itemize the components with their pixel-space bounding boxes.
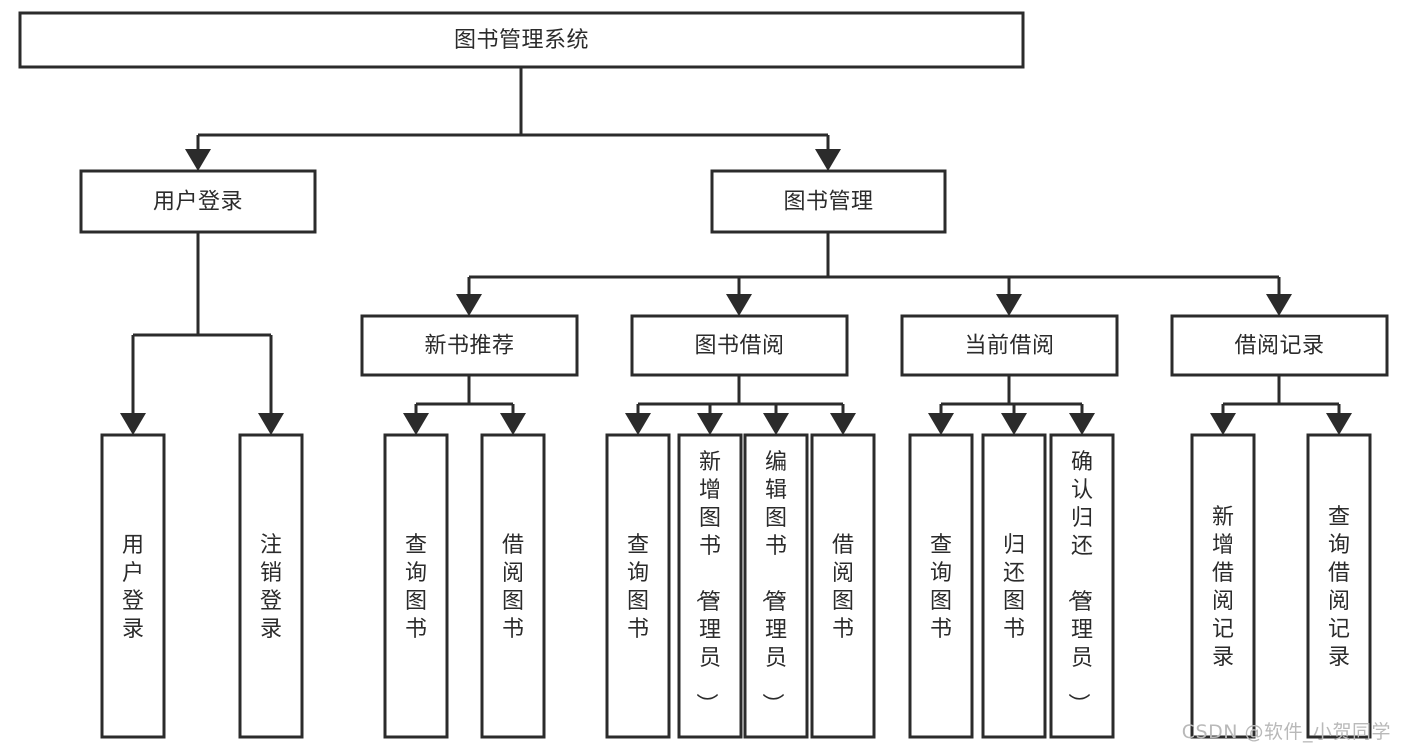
arrow-head-icon — [625, 413, 651, 435]
edge-group-root — [185, 67, 841, 171]
node-box[interactable] — [908, 433, 974, 739]
node-leaf-edit-book[interactable]: 编辑图书（管理员） — [743, 433, 809, 739]
arrow-head-icon — [996, 294, 1022, 316]
arrow-head-icon — [697, 413, 723, 435]
node-box[interactable] — [900, 314, 1119, 377]
node-label: 借阅记录 — [1234, 334, 1324, 359]
edge-group-user-login — [120, 232, 284, 435]
node-current-borrow[interactable]: 当前借阅 — [900, 314, 1119, 377]
node-box[interactable] — [710, 169, 947, 234]
node-box[interactable] — [238, 433, 304, 739]
edge-group-book-borrow — [625, 375, 856, 435]
edge-group-book-management — [456, 232, 1292, 316]
node-label: 查询图书 — [627, 533, 649, 642]
arrow-head-icon — [120, 413, 146, 435]
arrow-head-icon — [1069, 413, 1095, 435]
arrow-head-icon — [258, 413, 284, 435]
node-box[interactable] — [1170, 314, 1389, 377]
node-box[interactable] — [677, 433, 743, 739]
node-leaf-add-book[interactable]: 新增图书（管理员） — [677, 433, 743, 739]
arrow-head-icon — [1326, 413, 1352, 435]
node-box[interactable] — [981, 433, 1047, 739]
node-box[interactable] — [1049, 433, 1115, 739]
edge-group-new-book-recommend — [403, 375, 526, 435]
node-new-book-recommend[interactable]: 新书推荐 — [360, 314, 579, 377]
arrow-head-icon — [1001, 413, 1027, 435]
node-leaf-user-login[interactable]: 用户登录 — [100, 433, 166, 739]
edge-group-current-borrow — [928, 375, 1095, 435]
node-book-management[interactable]: 图书管理 — [710, 169, 947, 234]
node-leaf-borrow-book-rec[interactable]: 借阅图书 — [480, 433, 546, 739]
node-label: 新增图书（管理员） — [693, 450, 721, 715]
node-label: 用户登录 — [153, 190, 243, 215]
arrow-head-icon — [830, 413, 856, 435]
arrow-head-icon — [928, 413, 954, 435]
node-user-login[interactable]: 用户登录 — [79, 169, 317, 234]
node-leaf-add-borrow-record[interactable]: 新增借阅记录 — [1190, 433, 1256, 739]
node-box[interactable] — [810, 433, 876, 739]
node-label: 新书推荐 — [424, 334, 514, 359]
node-box[interactable] — [480, 433, 546, 739]
node-label: 图书管理系统 — [454, 28, 589, 53]
node-label: 确认归还（管理员） — [1065, 450, 1093, 715]
arrow-head-icon — [763, 413, 789, 435]
node-leaf-borrow-book[interactable]: 借阅图书 — [810, 433, 876, 739]
node-label: 当前借阅 — [964, 334, 1054, 359]
node-leaf-query-book-borrow[interactable]: 查询图书 — [605, 433, 671, 739]
node-label: 用户登录 — [122, 533, 144, 642]
nodes-layer: 图书管理系统用户登录图书管理新书推荐图书借阅当前借阅借阅记录用户登录注销登录查询… — [18, 11, 1389, 739]
edge-group-borrow-record — [1210, 375, 1352, 435]
arrow-head-icon — [403, 413, 429, 435]
node-label: 查询借阅记录 — [1328, 505, 1350, 670]
node-box[interactable] — [360, 314, 579, 377]
node-borrow-record[interactable]: 借阅记录 — [1170, 314, 1389, 377]
node-label: 借阅图书 — [502, 533, 524, 642]
node-leaf-logout-login[interactable]: 注销登录 — [238, 433, 304, 739]
node-label: 查询图书 — [405, 533, 427, 642]
node-box[interactable] — [383, 433, 449, 739]
node-box[interactable] — [1306, 433, 1372, 739]
node-label: 图书借阅 — [694, 334, 784, 359]
node-label: 查询图书 — [930, 533, 952, 642]
arrow-head-icon — [1210, 413, 1236, 435]
arrow-head-icon — [500, 413, 526, 435]
node-label: 图书管理 — [783, 190, 873, 215]
node-label: 编辑图书（管理员） — [759, 450, 787, 715]
node-box[interactable] — [100, 433, 166, 739]
arrow-head-icon — [726, 294, 752, 316]
node-book-borrow[interactable]: 图书借阅 — [630, 314, 849, 377]
node-label: 借阅图书 — [832, 533, 854, 642]
arrow-head-icon — [185, 149, 211, 171]
arrow-head-icon — [1266, 294, 1292, 316]
node-box[interactable] — [743, 433, 809, 739]
node-box[interactable] — [79, 169, 317, 234]
node-root[interactable]: 图书管理系统 — [18, 11, 1025, 69]
node-box[interactable] — [1190, 433, 1256, 739]
arrow-head-icon — [815, 149, 841, 171]
node-box[interactable] — [18, 11, 1025, 69]
node-label: 新增借阅记录 — [1212, 505, 1234, 670]
node-label: 归还图书 — [1003, 533, 1025, 642]
node-leaf-query-borrow-record[interactable]: 查询借阅记录 — [1306, 433, 1372, 739]
arrow-head-icon — [456, 294, 482, 316]
node-label: 注销登录 — [260, 533, 282, 642]
edges-layer — [120, 67, 1352, 435]
node-box[interactable] — [605, 433, 671, 739]
node-leaf-query-book-rec[interactable]: 查询图书 — [383, 433, 449, 739]
node-leaf-return-book[interactable]: 归还图书 — [981, 433, 1047, 739]
node-leaf-query-book-cur[interactable]: 查询图书 — [908, 433, 974, 739]
node-box[interactable] — [630, 314, 849, 377]
node-leaf-confirm-return[interactable]: 确认归还（管理员） — [1049, 433, 1115, 739]
